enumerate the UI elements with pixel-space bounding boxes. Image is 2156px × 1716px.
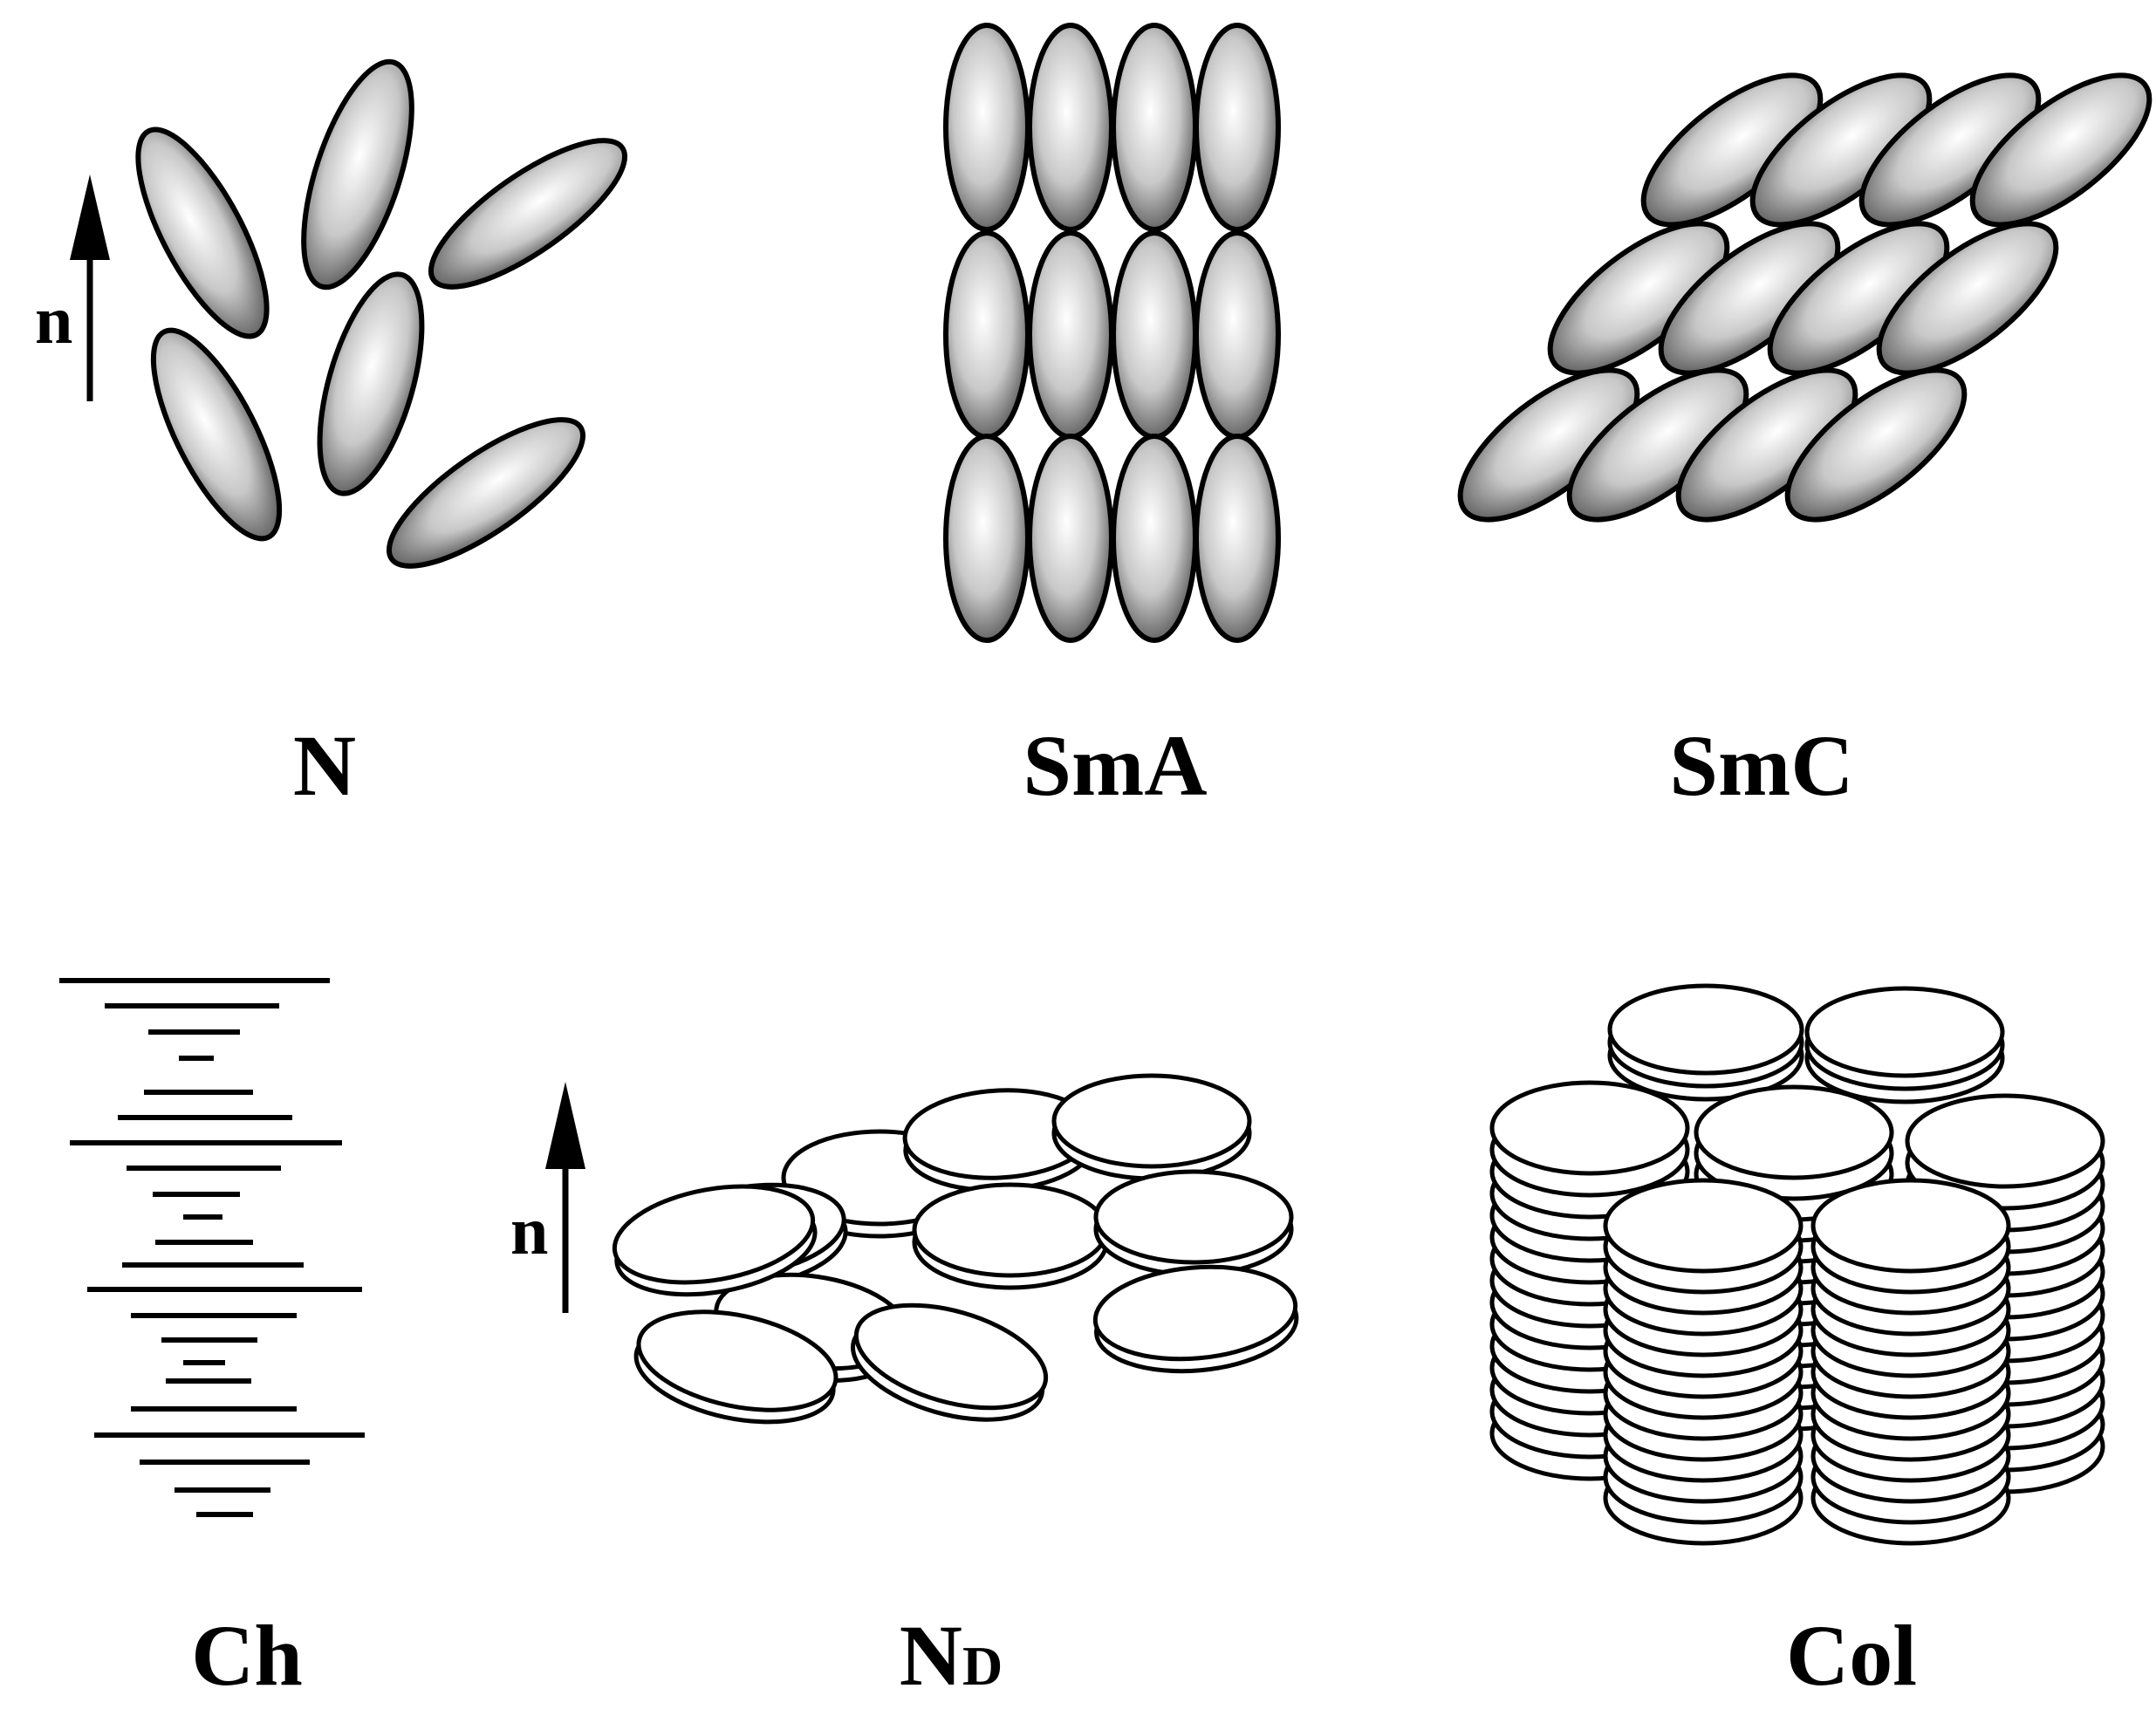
rod-molecule [301,58,414,291]
rod-molecule [428,138,628,290]
director-label-nd: n [510,1193,549,1268]
discotic-nematic-panel [612,1073,1299,1425]
phase-label-nd: ND [900,1612,1003,1699]
rod-molecule [1969,72,2153,228]
disc-column [1607,983,1804,1102]
disc-column [1603,1178,1804,1546]
disc-molecule [633,1309,838,1425]
phase-label-col: Col [1786,1607,1917,1704]
rod-molecule [1027,434,1114,643]
phase-label-smc: SmC [1669,717,1854,814]
columnar-panel [1489,983,2105,1546]
phase-label-n: N [292,717,357,814]
disc-molecule [1093,1169,1294,1277]
rod-molecule [1111,434,1198,643]
phase-label-sma: SmA [1023,717,1208,814]
director-arrow-n [70,174,110,401]
phase-label-nd-subscript: D [962,1635,1003,1697]
rod-molecule [943,230,1030,440]
phase-label-nd-main: N [899,1607,962,1704]
rod-molecule [135,126,270,339]
rod-molecule [1194,23,1281,232]
phase-label-ch: Ch [191,1607,303,1704]
director-label-n: n [35,282,73,358]
director-arrow-nd [545,1082,585,1313]
rod-molecule [943,23,1030,232]
disc-molecule [912,1182,1109,1290]
rod-molecule [1027,230,1114,440]
rod-molecule [943,434,1030,643]
smectic-a-panel [943,23,1281,643]
cholesteric-panel [59,978,365,1517]
disc-molecule [851,1302,1049,1422]
disc-column [1810,1178,2011,1546]
rod-molecule [317,271,425,496]
rod-molecule [1876,221,2059,376]
rod-molecule [1111,23,1198,232]
rod-molecule [150,327,283,542]
rod-molecule [1784,367,1968,523]
rod-molecule [1194,434,1281,643]
disc-molecule [612,1184,818,1297]
rod-molecule [1111,230,1198,440]
rod-molecule [1027,23,1114,232]
rod-molecule [386,417,586,569]
nematic-panel [135,58,628,569]
smectic-c-panel [1457,72,2153,523]
rod-molecule [1194,230,1281,440]
disc-molecule [1092,1264,1299,1374]
disc-molecule [1051,1073,1252,1181]
disc-column [1804,986,2005,1104]
